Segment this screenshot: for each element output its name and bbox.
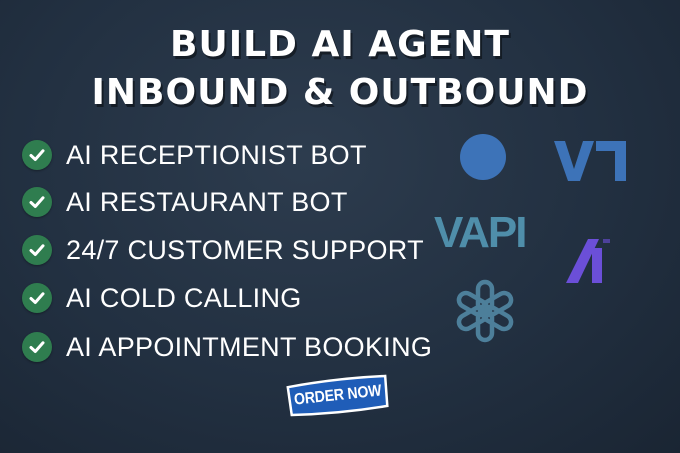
check-circle-icon bbox=[22, 187, 52, 217]
check-circle-icon bbox=[22, 235, 52, 265]
feature-label: AI RECEPTIONIST BOT bbox=[66, 139, 367, 170]
purple-slash-logo-icon bbox=[566, 239, 610, 283]
feature-item-customer-support: 24/7 CUSTOMER SUPPORT bbox=[22, 232, 424, 268]
check-circle-icon bbox=[22, 332, 52, 362]
feature-label: 24/7 CUSTOMER SUPPORT bbox=[66, 234, 424, 265]
openai-knot-logo-icon bbox=[456, 279, 514, 343]
v-bracket-logo-icon bbox=[554, 141, 626, 181]
feature-label: AI RESTAURANT BOT bbox=[66, 186, 348, 217]
feature-item-appointment-booking: AI APPOINTMENT BOOKING bbox=[22, 329, 432, 365]
feature-label: AI COLD CALLING bbox=[66, 282, 302, 313]
check-circle-icon bbox=[22, 283, 52, 313]
feature-label: AI APPOINTMENT BOOKING bbox=[66, 331, 433, 362]
headline-line-2: INBOUND & OUTBOUND bbox=[91, 72, 589, 113]
vapi-logo: VAPI bbox=[434, 208, 527, 252]
feature-item-restaurant: AI RESTAURANT BOT bbox=[22, 184, 348, 220]
feature-item-cold-calling: AI COLD CALLING bbox=[22, 280, 302, 316]
check-circle-icon bbox=[22, 140, 52, 170]
order-now-badge-shape bbox=[286, 374, 389, 417]
feature-item-receptionist: AI RECEPTIONIST BOT bbox=[22, 137, 367, 173]
headline-line-1: BUILD AI AGENT bbox=[170, 24, 510, 65]
blue-circle-logo-icon bbox=[460, 134, 506, 180]
order-now-button[interactable]: ORDER NOW bbox=[284, 372, 391, 421]
vapi-logo-text: VAPI bbox=[434, 208, 525, 252]
